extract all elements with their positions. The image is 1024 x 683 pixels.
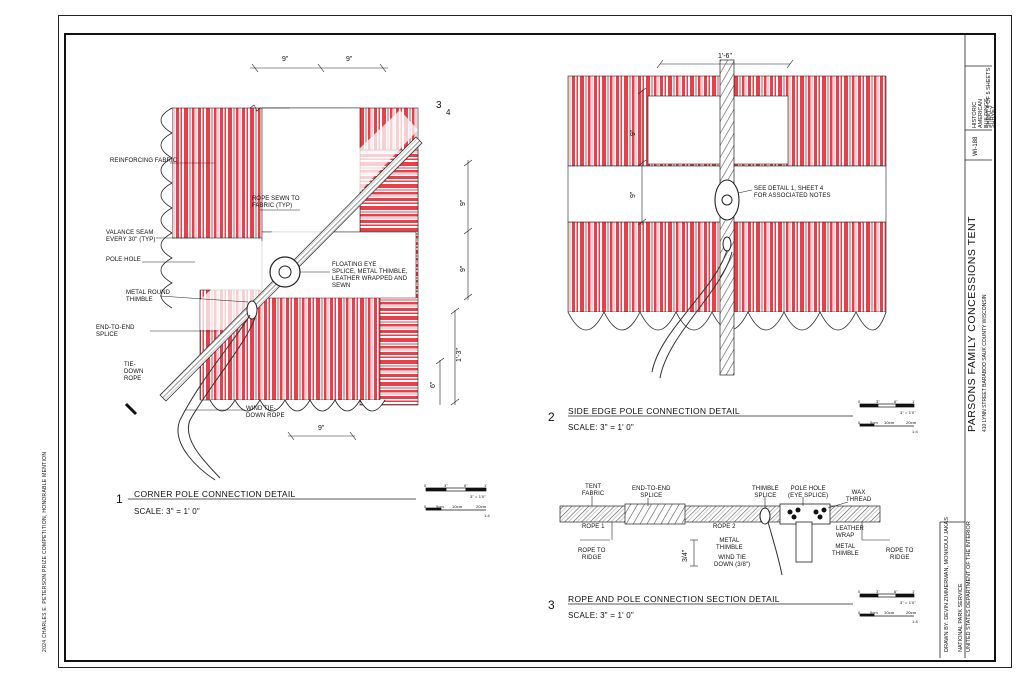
scale1-metric-2: 10cm	[452, 504, 463, 509]
sheet-outer-border	[58, 15, 1012, 668]
sheet-inner-border	[64, 33, 996, 662]
scale1-metric-1: 5cm	[436, 504, 444, 509]
scale2-tick-0: 0	[858, 399, 861, 404]
survey-name: HISTORIC AMERICAN BUILDINGS SURVEY	[972, 98, 996, 128]
label-tie-down-rope: TIE- DOWN ROPE	[124, 362, 144, 382]
label-end-to-end-splice-3: END-TO-END SPLICE	[632, 486, 671, 499]
detail3-title: ROPE AND POLE CONNECTION SECTION DETAIL	[568, 594, 780, 604]
label-pole-hole: POLE HOLE	[106, 257, 141, 263]
drawn-by: DRAWN BY: DEVIN ZIMMERMAN, MONKDUU JAKAS	[944, 517, 950, 652]
detail1-dim-right-c: 1'-3"	[456, 348, 463, 362]
scale2-metric-3: 20cm	[906, 420, 917, 425]
scale2-tick-2: 6"	[894, 399, 898, 404]
scale2-ratio: 1:4	[912, 429, 918, 434]
scale3-unit: 3" = 1'0"	[900, 600, 916, 605]
agency-nps: NATIONAL PARK SERVICE	[958, 583, 964, 652]
label-rope-2: ROPE 2	[713, 524, 736, 530]
scale2-tick-1: 3"	[876, 399, 880, 404]
scale3-metric-1: 5cm	[870, 610, 878, 615]
detail1-dim-right-d: 6"	[430, 381, 437, 388]
label-reinforcing-fabric: REINFORCING FABRIC	[110, 158, 178, 164]
scale1-ratio: 1:4	[484, 513, 490, 518]
scale1-tick-1: 3"	[444, 483, 448, 488]
label-rope-1: ROPE 1	[582, 524, 605, 530]
detail1-dim-top-a: 9"	[282, 56, 289, 63]
scale3-metric-3: 20cm	[906, 610, 917, 615]
label-wax-thread: WAX THREAD	[846, 490, 872, 503]
detail2-drawing	[567, 59, 887, 379]
scale1-tick-2: 6"	[464, 483, 468, 488]
detail1-dim-right-b: 9"	[460, 265, 467, 272]
label-end-to-end-splice: END-TO-END SPLICE	[96, 325, 135, 338]
detail1-scale: SCALE: 3" = 1' 0"	[134, 507, 200, 516]
section-sheet: 4	[446, 108, 451, 117]
scale3-ratio: 1:4	[912, 619, 918, 624]
scale3-metric-2: 10cm	[884, 610, 895, 615]
detail1-dim-right-a: 9"	[460, 199, 467, 206]
label-wind-tie-down-rope: WIND TIE- DOWN ROPE	[246, 406, 285, 419]
scale1-metric-3: 20cm	[476, 504, 487, 509]
detail1-dim-top-b: 9"	[346, 56, 353, 63]
detail2-dim-left-a: 9"	[630, 129, 637, 136]
detail2-dim-left-b: 9"	[630, 191, 637, 198]
label-pole-hole-eye-splice: POLE HOLE (EYE SPLICE)	[788, 486, 829, 499]
scale3-tick-0: 0	[858, 589, 861, 594]
label-rope-to-ridge-b: ROPE TO RIDGE	[886, 548, 914, 561]
survey-number: WI-188	[973, 136, 979, 156]
scale1-metric-0: 0	[424, 504, 427, 509]
detail1-title: CORNER POLE CONNECTION DETAIL	[134, 489, 296, 499]
title-block	[939, 33, 992, 658]
scale1-unit: 3" = 1'0"	[470, 494, 486, 499]
side-credit: 2024 CHARLES E. PETERSON PRIZE COMPETITI…	[42, 451, 48, 652]
sheet-number: SHEET 4 OF 5 SHEETS	[986, 67, 992, 128]
detail2-note: SEE DETAIL 1, SHEET 4 FOR ASSOCIATED NOT…	[754, 186, 831, 199]
project-title: PARSONS FAMILY CONCESSIONS TENT	[966, 215, 978, 432]
scale3-tick-2: 6"	[894, 589, 898, 594]
agency-doi: UNITED STATES DEPARTMENT OF THE INTERIOR	[966, 521, 972, 652]
label-rope-to-ridge-a: ROPE TO RIDGE	[578, 548, 606, 561]
detail1-drawing	[124, 63, 473, 481]
scale3-tick-1: 3"	[876, 589, 880, 594]
detail2-scale: SCALE: 3" = 1' 0"	[568, 423, 634, 432]
scale-bars	[425, 403, 915, 617]
scale3-metric-0: 0	[858, 610, 861, 615]
detail2-dim-top: 1'-6"	[718, 53, 732, 60]
scale1-tick-3: 1'	[484, 483, 488, 488]
label-metal-thimble-a: METAL THIMBLE	[716, 538, 743, 551]
label-metal-round-thimble: METAL ROUND THIMBLE	[126, 290, 171, 303]
scale2-metric-2: 10cm	[884, 420, 895, 425]
detail1-dim-bottom: 9"	[318, 425, 325, 432]
scale2-metric-0: 0	[858, 420, 861, 425]
detail2-title: SIDE EDGE POLE CONNECTION DETAIL	[568, 406, 740, 416]
detail3-scale: SCALE: 3" = 1' 0"	[568, 611, 634, 620]
scale3-tick-3: 1'	[912, 589, 916, 594]
scale2-metric-1: 5cm	[870, 420, 878, 425]
label-wind-tie-down: WIND TIE DOWN (3/8")	[714, 555, 751, 568]
detail2-number: 2	[548, 410, 555, 424]
scale1-tick-0: 0	[424, 483, 427, 488]
label-floating-eye-splice: FLOATING EYE SPLICE, METAL THIMBLE, LEAT…	[332, 262, 408, 289]
project-address: 410 LYNN STREET BARABOO SAUK COUNTY WISC…	[982, 294, 988, 432]
scale2-tick-3: 1'	[912, 399, 916, 404]
detail3-drawing	[559, 496, 890, 576]
label-leather-wrap: LEATHER WRAP	[836, 526, 864, 539]
detail3-dim-side: 3/4"	[682, 549, 689, 562]
section-mark: 3	[436, 100, 442, 111]
label-tent-fabric: TENT FABRIC	[582, 484, 605, 497]
detail3-number: 3	[548, 598, 555, 612]
label-thimble-splice: THIMBLE SPLICE	[752, 486, 779, 499]
label-metal-thimble-b: METAL THIMBLE	[832, 544, 859, 557]
label-rope-sewn: ROPE SEWN TO FABRIC (TYP)	[252, 196, 300, 209]
detail1-number: 1	[116, 492, 123, 506]
scale2-unit: 3" = 1'0"	[900, 410, 916, 415]
label-valance-seam: VALANCE SEAM EVERY 30" (TYP)	[106, 230, 156, 243]
